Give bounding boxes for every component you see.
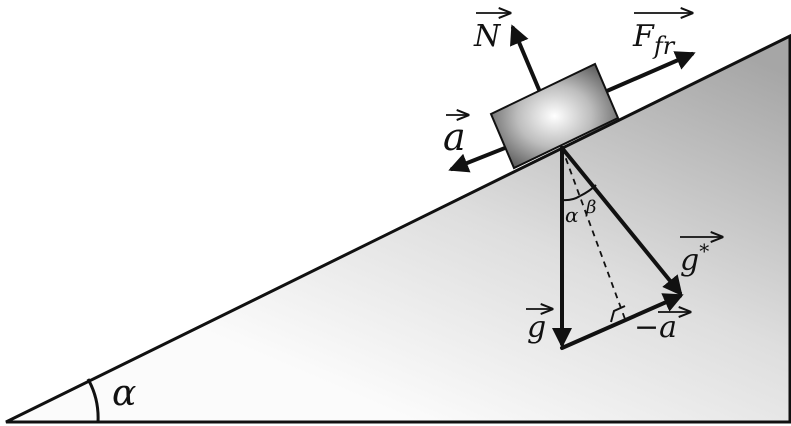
- svg-text:g*: g*: [680, 239, 709, 278]
- label-g-star: g*: [680, 237, 722, 278]
- label-beta: β: [585, 197, 596, 218]
- svg-text:g: g: [527, 310, 546, 345]
- right-angle-mark: [610, 305, 626, 323]
- g-star-vector: [560, 146, 683, 297]
- dashed-perpendicular: [561, 147, 626, 320]
- normal-vector: [510, 24, 542, 94]
- angle-arc-beta: [579, 184, 597, 197]
- svg-text:Ffr: Ffr: [632, 19, 676, 60]
- angle-arc-alpha: [86, 378, 100, 423]
- label-N: N: [473, 13, 510, 54]
- svg-text:a: a: [443, 115, 466, 159]
- label-g: g: [526, 309, 552, 345]
- label-a: a: [443, 115, 468, 159]
- label-Ffr: Ffr: [632, 13, 692, 60]
- incline-wedge: [5, 33, 791, 424]
- svg-text:−a: −a: [634, 310, 677, 345]
- neg-accel-vector: [560, 293, 684, 350]
- angle-arc-alpha-small: [561, 195, 581, 202]
- label-alpha-base: α: [112, 373, 136, 414]
- svg-text:N: N: [473, 19, 502, 54]
- label-alpha-small: α: [565, 203, 579, 227]
- block: [489, 62, 620, 170]
- label-neg-a: −a: [634, 310, 690, 345]
- friction-vector: [598, 51, 696, 96]
